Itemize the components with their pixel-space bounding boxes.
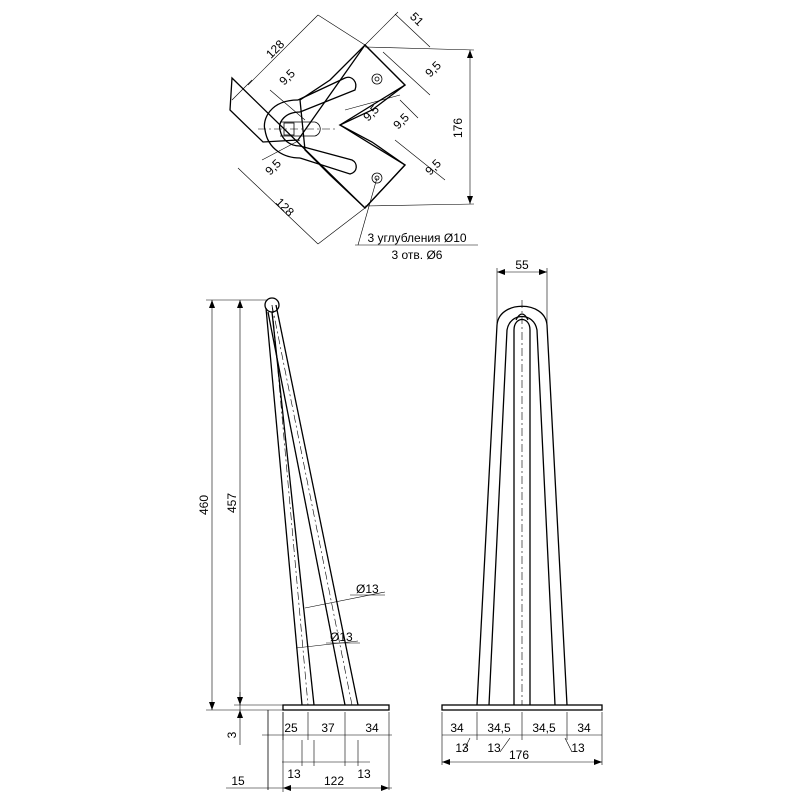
- dim-34-front-a: 34: [450, 721, 464, 735]
- note-line-2: 3 отв. Ø6: [392, 248, 443, 262]
- hole-lower-inner: [374, 175, 380, 181]
- ext-line-176-top: [364, 46, 475, 51]
- side-rod-back-a: [267, 311, 346, 706]
- top-view: 128 128 51 176 9,5 9,5 9,5 9,5 9,5 9,5 3…: [229, 9, 478, 262]
- dim-460: 460: [197, 495, 211, 515]
- dim-13-side-b: 13: [357, 767, 371, 781]
- dim-15: 15: [231, 774, 245, 788]
- center-loop: [280, 121, 321, 137]
- front-view: 55 34 34,5 34,5 34 13 13 13 176: [441, 258, 603, 765]
- dim-176-top: 176: [451, 118, 465, 138]
- note-leader: [357, 177, 378, 246]
- arrow-176-top: [467, 50, 473, 58]
- dim-9-5-f: 9,5: [262, 156, 284, 178]
- dim-128-lower: 128: [273, 195, 297, 219]
- dim-dia-13-b: Ø13: [330, 630, 353, 644]
- dim-128-upper: 128: [263, 37, 287, 61]
- dim-122: 122: [324, 774, 344, 788]
- front-13-leader-a: [462, 737, 471, 753]
- side-base-plate: [282, 704, 390, 711]
- dim-dia-13-a: Ø13: [356, 582, 379, 596]
- side-rod-front-a: [265, 307, 303, 706]
- front-base-plate: [441, 704, 603, 711]
- dim-line-9-5-d: [344, 94, 401, 111]
- dim-457: 457: [225, 493, 239, 513]
- arrow-460-bottom: [209, 702, 215, 710]
- arrow-176-bottom: [467, 196, 473, 204]
- hole-lower: [371, 172, 383, 184]
- arrow-122-right: [381, 785, 389, 791]
- side-rod-front-b: [271, 311, 315, 706]
- dim-9-5-e: 9,5: [276, 66, 298, 88]
- front-13-leader-c: [564, 737, 573, 753]
- hole-upper: [371, 73, 383, 85]
- arrow-55-right: [539, 269, 547, 275]
- arrow-457-top: [237, 300, 243, 308]
- dim-13-front-b: 13: [487, 741, 501, 755]
- lower-rod: [299, 145, 357, 175]
- dim-34-front-b: 34: [577, 721, 591, 735]
- dim-13-front-a: 13: [455, 741, 469, 755]
- dim-9-5-a: 9,5: [422, 58, 444, 80]
- dim-25: 25: [284, 721, 298, 735]
- ext-line-51: [364, 11, 399, 46]
- side-rod-back-b: [275, 304, 359, 706]
- side-rod-center: [271, 304, 309, 706]
- arrow-122-left: [283, 785, 291, 791]
- dim-34-5-front-a: 34,5: [487, 721, 511, 735]
- dim-9-5-c: 9,5: [390, 110, 412, 132]
- dim-line-128-upper: [247, 14, 319, 86]
- front-rod-center-2: [515, 313, 529, 321]
- ext-line-128-upper-b: [317, 14, 366, 46]
- dim-line-9-5-a: [382, 51, 431, 96]
- dim-line-128-lower: [237, 167, 319, 245]
- dim-176-front: 176: [509, 748, 529, 762]
- dia-13-leader-b: [295, 640, 359, 649]
- dim-line-9-5-c: [399, 99, 419, 119]
- arrow-55-left: [497, 269, 505, 275]
- dim-55: 55: [515, 258, 529, 272]
- dim-line-9-5-b: [394, 139, 446, 181]
- rod-bend: [263, 99, 301, 159]
- side-view: 460 457 3 Ø13 Ø13 25 37 34 13 13: [197, 297, 392, 792]
- ext-line-176-bottom: [364, 203, 475, 207]
- dim-line-9-5-e: [269, 89, 306, 121]
- dim-37: 37: [321, 721, 335, 735]
- arrow-176-front-right: [594, 759, 602, 765]
- arrow-176-front-left: [442, 759, 450, 765]
- ext-line-128-lower-b: [317, 207, 366, 245]
- dim-34-5-front-b: 34,5: [532, 721, 556, 735]
- dim-51: 51: [407, 9, 427, 29]
- dim-13-side-a: 13: [287, 767, 301, 781]
- dim-3: 3: [225, 731, 239, 738]
- ext-line-128-upper-a: [231, 79, 253, 101]
- mounting-plate-outline: [229, 43, 407, 209]
- dia-13-leader-a: [304, 591, 386, 609]
- dim-34: 34: [365, 721, 379, 735]
- upper-rod: [297, 76, 357, 113]
- dim-line-9-5-f: [261, 139, 301, 161]
- front-13-leader-b: [499, 737, 511, 753]
- arrow-3: [237, 710, 243, 718]
- note-line-1: 3 углубления Ø10: [367, 231, 466, 245]
- dim-9-5-b: 9,5: [422, 156, 444, 178]
- hole-upper-inner: [374, 76, 380, 82]
- side-rod-center-2: [271, 304, 353, 706]
- dim-line-51: [394, 13, 431, 48]
- arrow-460-top: [209, 300, 215, 308]
- dim-13-front-c: 13: [571, 741, 585, 755]
- mounting-plate-body: [299, 44, 406, 209]
